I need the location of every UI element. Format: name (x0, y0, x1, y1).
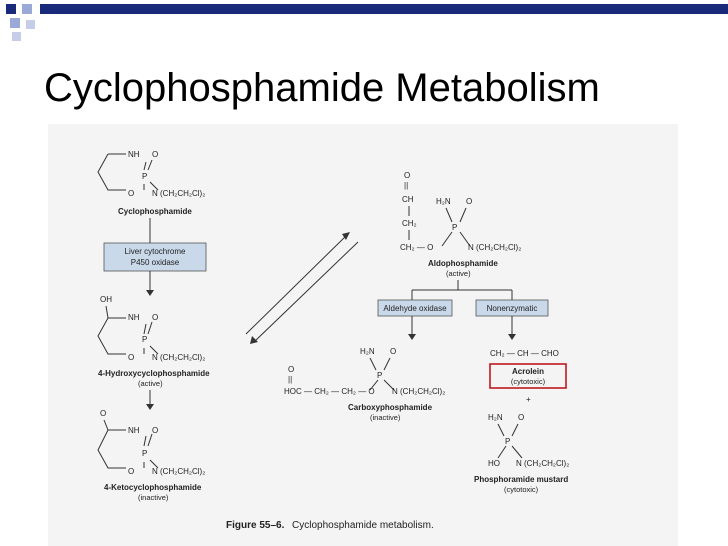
svg-text:CH₂: CH₂ (402, 219, 417, 228)
svg-text:N (CH₂CH₂Cl)₂: N (CH₂CH₂Cl)₂ (468, 243, 521, 252)
svg-text:||: || (288, 375, 292, 384)
acrolein-label: Acrolein (512, 367, 544, 376)
svg-text:O: O (152, 426, 158, 435)
svg-text:(cytotoxic): (cytotoxic) (504, 485, 539, 494)
svg-text:P: P (142, 449, 147, 458)
title-bar-decoration (6, 4, 728, 41)
hydroxy-structure: OH NH O P O N (CH₂CH₂Cl)₂ 4-Hydroxycyclo… (97, 295, 210, 388)
figure-caption-text: Cyclophosphamide metabolism. (292, 520, 434, 531)
deco-bar (40, 4, 728, 14)
svg-text:NH: NH (128, 313, 140, 322)
equilibrium-arrows (245, 232, 359, 344)
svg-text:P: P (377, 371, 382, 380)
svg-text:P: P (505, 437, 510, 446)
carboxyphosphamide-label: Carboxyphosphamide (348, 403, 433, 412)
arrowhead-hydroxy (146, 290, 154, 296)
svg-text:CH₂ — O: CH₂ — O (400, 243, 433, 252)
arrowhead-keto (146, 404, 154, 410)
svg-text:NH: NH (128, 426, 140, 435)
metabolism-figure: NH O P O N (CH₂CH₂Cl)₂ Cyclophosphamide … (48, 124, 678, 546)
svg-text:N (CH₂CH₂Cl)₂: N (CH₂CH₂Cl)₂ (516, 459, 569, 468)
deco-square-3 (10, 18, 20, 28)
svg-text:HO: HO (488, 459, 500, 468)
svg-text:O: O (390, 347, 396, 356)
svg-text:(active): (active) (446, 269, 471, 278)
p450-enzyme-box: Liver cytochrome P450 oxidase (103, 242, 207, 272)
hydroxy-label: 4-Hydroxycyclophosphamide (98, 369, 210, 378)
svg-text:+: + (526, 395, 531, 404)
svg-text:Liver cytochrome: Liver cytochrome (125, 247, 186, 256)
svg-text:P: P (142, 335, 147, 344)
svg-text:O: O (288, 365, 294, 374)
arrowhead-carboxy (408, 334, 416, 340)
cyclophosphamide-label: Cyclophosphamide (118, 207, 192, 216)
svg-text:O: O (152, 150, 158, 159)
svg-text:O: O (518, 413, 524, 422)
deco-square-1 (6, 4, 16, 14)
svg-text:P: P (142, 172, 147, 181)
svg-text:(cytotoxic): (cytotoxic) (511, 377, 546, 386)
cyclophosphamide-structure: NH O P O N (CH₂CH₂Cl)₂ Cyclophosphamide (97, 150, 205, 216)
deco-square-2 (22, 4, 32, 14)
branch-aldo (411, 280, 513, 300)
nonenzymatic-box: Nonenzymatic (475, 299, 549, 317)
svg-text:P: P (452, 223, 457, 232)
svg-text:O: O (128, 189, 134, 198)
deco-square-5 (12, 32, 21, 41)
acrolein-highlight-box (489, 363, 567, 389)
svg-text:O: O (128, 467, 134, 476)
svg-text:||: || (404, 181, 408, 190)
svg-text:(inactive): (inactive) (370, 413, 401, 422)
aldophosphamide-label: Aldophosphamide (428, 259, 498, 268)
svg-text:H₂N: H₂N (436, 197, 451, 206)
deco-square-4 (26, 20, 35, 29)
svg-text:O: O (466, 197, 472, 206)
aldehyde-oxidase-box: Aldehyde oxidase (377, 299, 453, 317)
svg-text:N (CH₂CH₂Cl)₂: N (CH₂CH₂Cl)₂ (152, 467, 205, 476)
phosphoramide-mustard-structure: H₂N O P HO N (CH₂CH₂Cl)₂ Phosphoramide m… (474, 413, 569, 494)
svg-text:HOC — CH₂ — CH₂ — O: HOC — CH₂ — CH₂ — O (284, 387, 375, 396)
svg-text:O: O (128, 353, 134, 362)
svg-text:Nonenzymatic: Nonenzymatic (487, 304, 538, 313)
svg-text:CH₂ — CH — CHO: CH₂ — CH — CHO (490, 349, 559, 358)
figure-caption-label: Figure 55–6. (226, 520, 285, 531)
slide-title: Cyclophosphamide Metabolism (44, 66, 600, 110)
svg-text:N (CH₂CH₂Cl)₂: N (CH₂CH₂Cl)₂ (152, 189, 205, 198)
figure-background (48, 124, 678, 546)
svg-text:NH: NH (128, 150, 140, 159)
svg-text:(inactive): (inactive) (138, 493, 169, 502)
svg-text:N (CH₂CH₂Cl)₂: N (CH₂CH₂Cl)₂ (392, 387, 445, 396)
svg-text:N (CH₂CH₂Cl)₂: N (CH₂CH₂Cl)₂ (152, 353, 205, 362)
acrolein-structure: CH₂ — CH — CHO Acrolein (cytotoxic) + (489, 349, 567, 404)
keto-label: 4-Ketocyclophosphamide (104, 483, 202, 492)
aldophosphamide-structure: O || CH CH₂ CH₂ — O H₂N O P N (CH₂CH₂Cl)… (400, 171, 521, 278)
phosphoramide-mustard-label: Phosphoramide mustard (474, 475, 568, 484)
svg-text:O: O (100, 409, 106, 418)
svg-text:O: O (152, 313, 158, 322)
svg-text:O: O (404, 171, 410, 180)
svg-text:H₂N: H₂N (488, 413, 503, 422)
svg-text:OH: OH (100, 295, 112, 304)
svg-text:H₂N: H₂N (360, 347, 375, 356)
svg-text:(active): (active) (138, 379, 163, 388)
arrowhead-acrolein (508, 334, 516, 340)
svg-text:P450 oxidase: P450 oxidase (131, 258, 180, 267)
keto-structure: O NH O P O N (CH₂CH₂Cl)₂ 4-Ketocyclophos… (97, 409, 205, 502)
carboxyphosphamide-structure: O || HOC — CH₂ — CH₂ — O H₂N O P N (CH₂C… (284, 347, 445, 422)
svg-text:Aldehyde oxidase: Aldehyde oxidase (383, 304, 447, 313)
svg-text:CH: CH (402, 195, 414, 204)
